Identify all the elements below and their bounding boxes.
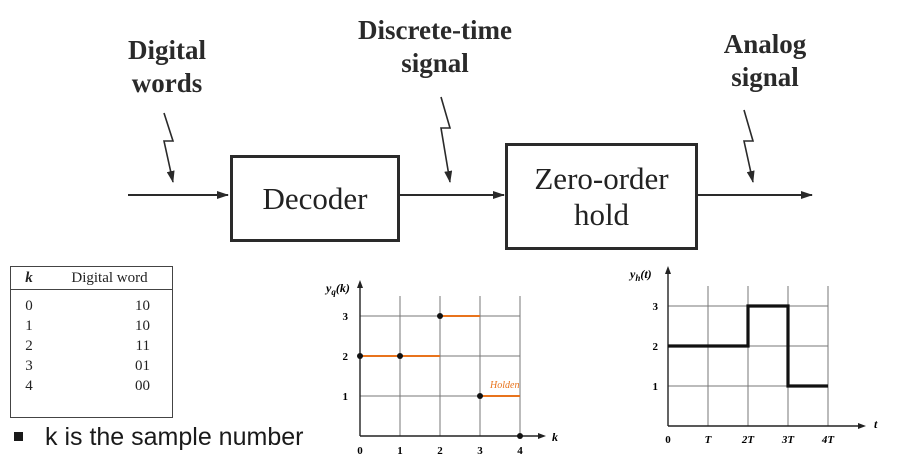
- digital-words-label-line1: Digital: [128, 35, 206, 65]
- table-cell-k: 1: [25, 317, 33, 334]
- y-axis-arrowhead: [665, 266, 671, 274]
- x-tick-label: 2T: [741, 434, 756, 446]
- digital-word-table: k Digital word 0 10 1 10 2 11 3 01 4 00: [10, 266, 173, 418]
- block-diagram: [128, 96, 813, 199]
- holden-annotation: Holden: [489, 380, 519, 391]
- x-tick-label: 0: [665, 434, 671, 446]
- x-axis-arrowhead: [538, 433, 546, 439]
- sample-point: [477, 393, 483, 399]
- x-axis-label: t: [874, 417, 878, 431]
- y-tick-label: 1: [343, 391, 349, 403]
- sample-point: [397, 353, 403, 359]
- x-tick-label: 1: [397, 445, 403, 457]
- x-tick-label: 4: [517, 445, 523, 457]
- y-tick-label: 2: [343, 351, 349, 363]
- y-tick-label: 3: [653, 301, 659, 313]
- discrete-time-label-line2: signal: [401, 48, 469, 78]
- y-axis-label: yh(t): [628, 267, 652, 283]
- x-axis-label: k: [552, 430, 558, 444]
- table-cell-k: 3: [25, 357, 33, 374]
- table-row: 3 01: [11, 356, 172, 376]
- bullet-square-icon: [14, 431, 23, 441]
- table-header-k: k: [11, 267, 47, 290]
- sample-point: [357, 353, 363, 359]
- analog-signal-label-line2: signal: [731, 62, 799, 92]
- sample-point: [437, 313, 443, 319]
- table-cell-k: 4: [25, 377, 33, 394]
- decoder-block: Decoder: [230, 155, 400, 242]
- sample-point: [517, 433, 523, 439]
- decoder-label: Decoder: [262, 180, 368, 216]
- pointer-arrows: [163, 96, 755, 183]
- x-axis-arrowhead: [858, 423, 866, 429]
- zero-order-hold-block: Zero-order hold: [505, 143, 698, 250]
- bullet-text: k is the sample number: [45, 423, 304, 451]
- table-cell-word: 10: [135, 317, 150, 334]
- zoh-label-line1: Zero-order: [534, 160, 669, 196]
- table-cell-k: 0: [25, 297, 33, 314]
- x-tick-label: 3: [477, 445, 483, 457]
- y-tick-label: 2: [653, 341, 659, 353]
- y-axis-arrowhead: [357, 280, 363, 288]
- table-header-digital-word: Digital word: [47, 267, 172, 290]
- table-row: 2 11: [11, 336, 172, 356]
- table-cell-k: 2: [25, 337, 33, 354]
- yh-hold-chart: yh(t) t 0 T 2T 3T 4T 1 2 3: [628, 266, 878, 446]
- y-tick-label: 3: [343, 311, 349, 323]
- table-row: 4 00: [11, 376, 172, 396]
- table-cell-word: 10: [135, 297, 150, 314]
- analog-signal-label-line1: Analog: [723, 29, 807, 59]
- x-tick-label: 2: [437, 445, 443, 457]
- y-tick-label: 1: [653, 381, 659, 393]
- table-row: 1 10: [11, 316, 172, 336]
- table-cell-word: 00: [135, 377, 150, 394]
- x-tick-label: 4T: [821, 434, 836, 446]
- digital-words-label-line2: words: [131, 68, 203, 98]
- x-tick-label: T: [705, 434, 713, 446]
- table-cell-word: 01: [135, 357, 150, 374]
- zoh-step-line: [668, 304, 828, 388]
- zoh-label-line2: hold: [573, 196, 630, 232]
- x-tick-label: 0: [357, 445, 363, 457]
- table-row: 0 10: [11, 296, 172, 316]
- x-tick-label: 3T: [781, 434, 796, 446]
- discrete-time-label-line1: Discrete-time: [358, 15, 512, 45]
- bullet-note: k is the sample number: [12, 423, 303, 452]
- table-cell-word: 11: [135, 337, 150, 354]
- y-axis-label: yq(k): [324, 281, 350, 297]
